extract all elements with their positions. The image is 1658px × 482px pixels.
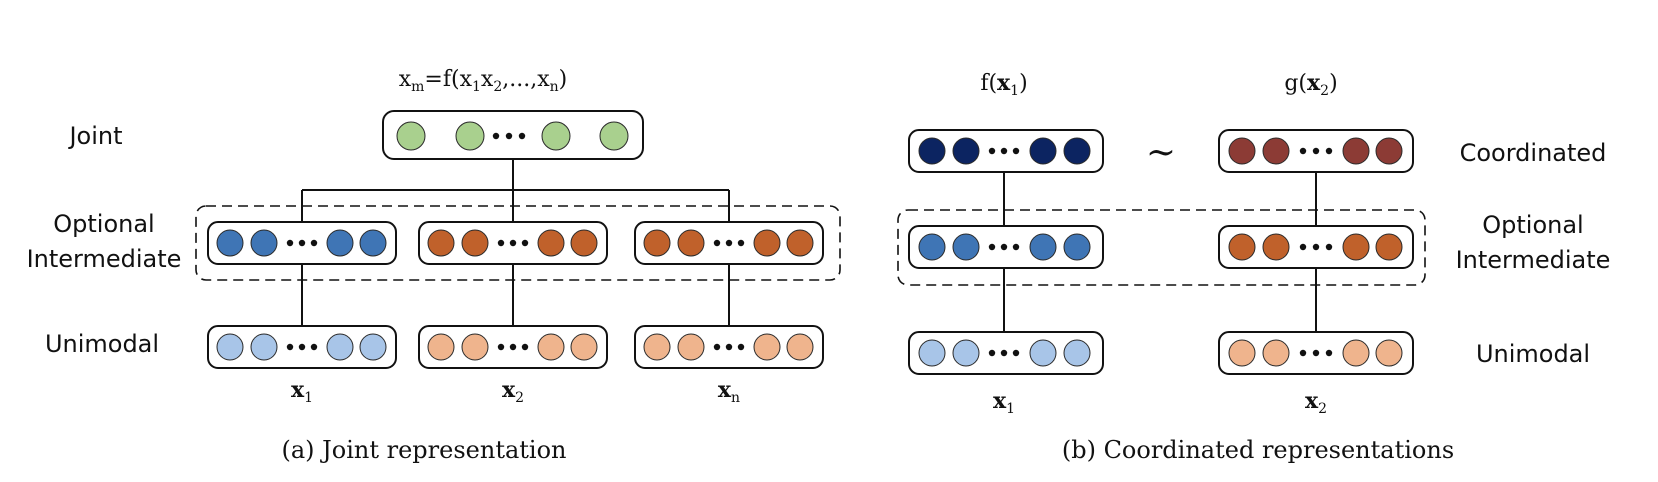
optional-intermediate-region xyxy=(195,205,841,281)
input-label-x1: x1 xyxy=(291,377,313,406)
joint-formula: xm=f(x1x2,...,xn) xyxy=(399,67,568,95)
coordinated-vector-2 xyxy=(1218,129,1414,173)
caption-coordinated: (b) Coordinated representations xyxy=(1062,436,1454,464)
input-label-b-x1: x1 xyxy=(993,388,1015,417)
unimodal-vector-1 xyxy=(207,325,397,369)
coord-connectors xyxy=(1003,172,1317,332)
unimodal-vector-b2 xyxy=(1218,331,1414,375)
intermediate-vector-n xyxy=(634,221,824,265)
joint-connectors xyxy=(301,158,730,326)
unimodal-vector-b1 xyxy=(908,331,1104,375)
coord-label-f: f(x1) xyxy=(980,70,1027,99)
joint-node xyxy=(396,121,426,151)
label-unimodal-b: Unimodal xyxy=(1476,340,1590,368)
input-label-b-x2: x2 xyxy=(1305,388,1327,417)
joint-vector xyxy=(382,110,644,160)
panel-joint: xm=f(x1x2,...,xn) Joint Optional Interme… xyxy=(27,67,841,464)
similarity-symbol: ∼ xyxy=(1146,132,1176,173)
label-joint: Joint xyxy=(67,122,122,150)
input-label-xn: xn xyxy=(718,377,740,406)
optional-intermediate-region-b xyxy=(897,209,1426,286)
label-optional-b: Optional xyxy=(1482,211,1583,239)
intermediate-vector-1 xyxy=(207,221,397,265)
intermediate-vector-2 xyxy=(418,221,608,265)
coordinated-vector-1 xyxy=(908,129,1104,173)
intermediate-vector-b1 xyxy=(908,225,1104,269)
joint-node xyxy=(599,121,629,151)
intermediate-vector-b2 xyxy=(1218,225,1414,269)
label-intermediate: Intermediate xyxy=(27,245,182,273)
input-label-x2: x2 xyxy=(502,377,524,406)
joint-node xyxy=(455,121,485,151)
caption-joint: (a) Joint representation xyxy=(281,436,566,464)
label-optional: Optional xyxy=(53,210,154,238)
label-intermediate-b: Intermediate xyxy=(1456,246,1611,274)
label-unimodal: Unimodal xyxy=(45,330,159,358)
unimodal-vector-2 xyxy=(418,325,608,369)
unimodal-vector-n xyxy=(634,325,824,369)
joint-node xyxy=(541,121,571,151)
label-coordinated: Coordinated xyxy=(1460,139,1607,167)
coord-label-g: g(x2) xyxy=(1284,70,1337,99)
panel-coordinated: f(x1) g(x2) ∼ Coordinated Optional Inter… xyxy=(897,70,1611,464)
